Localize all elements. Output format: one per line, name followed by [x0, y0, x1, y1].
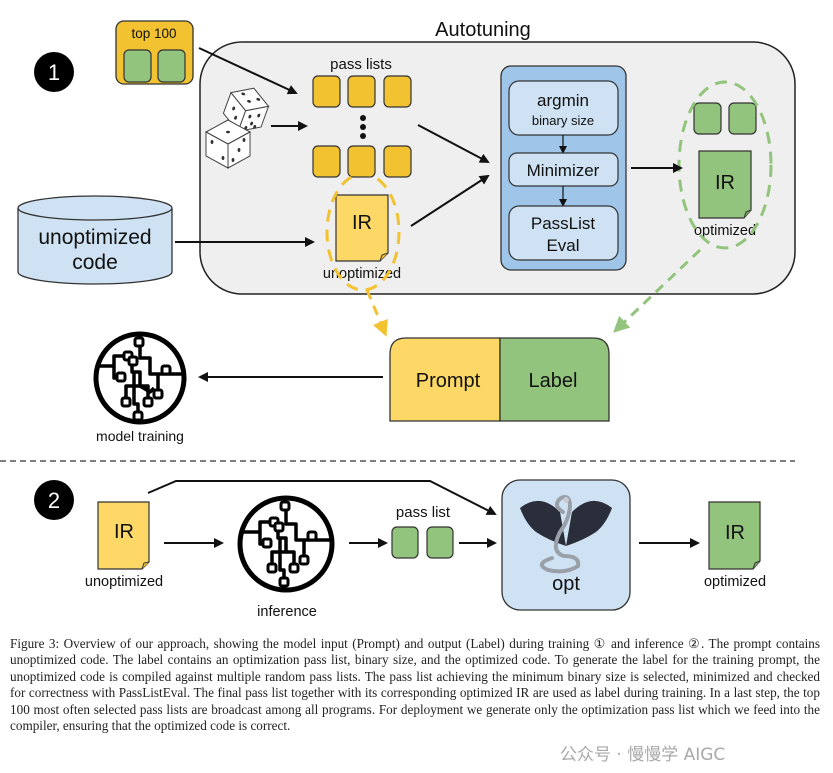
ir-unoptimized-caption: unoptimized	[323, 266, 401, 282]
optimized-pass-block	[693, 102, 722, 135]
label-box	[499, 337, 610, 422]
arrow-ir-to-processor	[410, 174, 490, 227]
predicted-pass-block	[426, 526, 454, 559]
prompt-label-pair: Prompt Label	[389, 337, 610, 422]
passlisteval-line1: PassList	[531, 214, 596, 233]
pass-list-label: pass list	[396, 504, 451, 521]
pass-block	[312, 145, 341, 178]
pass-block	[312, 75, 341, 108]
unoptimized-code-database: unoptimized code	[17, 195, 173, 285]
opt-label: opt	[552, 573, 580, 595]
arrow-passlists-to-processor	[417, 124, 490, 163]
predicted-pass-block	[391, 526, 419, 559]
database-label-line1: unoptimized	[38, 226, 151, 249]
database-label-line2: code	[72, 251, 118, 274]
pass-block	[347, 145, 376, 178]
arrow-ir-to-prompt	[365, 289, 388, 337]
opt-compiler-box: opt	[501, 479, 631, 611]
section1-arrows	[175, 47, 702, 382]
figure-caption: Figure 3: Overview of our approach, show…	[10, 636, 820, 734]
section-inference: 2 IR unoptimized	[34, 479, 766, 620]
argmin-sub-label: binary size	[532, 113, 594, 128]
approach-diagram: 1 top 100 Autotuning	[0, 19, 796, 620]
neural-network-icon	[93, 331, 187, 425]
autotuning-processor: argmin binary size Minimizer PassList Ev…	[500, 65, 627, 271]
dice-icon	[204, 87, 270, 169]
arrow-optimized-to-label	[613, 248, 702, 333]
section2-arrows	[147, 480, 700, 548]
step-marker-1: 1	[34, 52, 74, 92]
arrow-ir-to-opt	[147, 480, 497, 515]
label-text: Label	[529, 370, 578, 392]
inference-network-icon	[237, 495, 335, 593]
step-marker-1-label: 1	[48, 60, 60, 85]
ir-optimized-label-2: IR	[725, 522, 745, 544]
top100-box: top 100	[115, 20, 194, 85]
pass-block	[347, 75, 376, 108]
pass-block	[383, 75, 412, 108]
llvm-dragon-icon	[520, 495, 612, 574]
ir-optimized-caption: optimized	[694, 223, 756, 239]
pass-block	[383, 145, 412, 178]
prompt-source-highlight	[325, 172, 401, 292]
argmin-label: argmin	[537, 91, 589, 110]
top100-pass-block	[123, 49, 152, 83]
autotuning-title: Autotuning	[435, 19, 531, 41]
prompt-box	[389, 337, 501, 422]
ir-optimized-doc-2: IR optimized	[704, 501, 766, 590]
inference-caption: inference	[257, 604, 317, 620]
arrow-top100-to-passlists	[198, 47, 298, 95]
top100-pass-block	[157, 49, 186, 83]
prompt-text: Prompt	[416, 370, 481, 392]
model-training-caption: model training	[96, 428, 184, 444]
watermark: 公众号 · 慢慢学 AIGC	[560, 745, 726, 765]
step-marker-2: 2	[34, 480, 74, 520]
passlisteval-box	[508, 205, 619, 261]
ir-unoptimized-doc-2: IR unoptimized	[85, 501, 163, 590]
ir-unoptimized-label: IR	[352, 212, 372, 234]
section-training: 1 top 100 Autotuning	[17, 19, 796, 444]
optimized-pass-block	[728, 102, 757, 135]
pass-lists-label: pass lists	[330, 56, 392, 73]
minimizer-label: Minimizer	[527, 161, 600, 180]
ir-unoptimized-label-2: IR	[114, 521, 134, 543]
ir-unoptimized-caption-2: unoptimized	[85, 574, 163, 590]
pass-lists-grid	[312, 75, 412, 178]
ir-optimized-caption-2: optimized	[704, 574, 766, 590]
ir-unoptimized-doc: IR unoptimized	[323, 172, 401, 292]
passlisteval-line2: Eval	[546, 236, 579, 255]
top100-label: top 100	[131, 26, 176, 41]
step-marker-2-label: 2	[48, 488, 60, 513]
ir-optimized-label: IR	[715, 172, 735, 194]
